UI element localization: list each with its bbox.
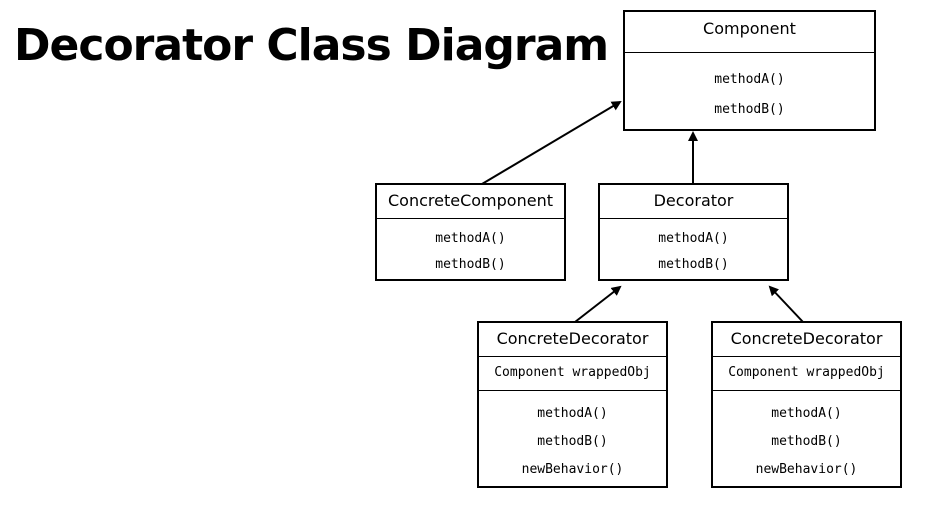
class-name: Component — [625, 12, 874, 53]
class-name: ConcreteComponent — [377, 185, 564, 219]
class-name: Decorator — [600, 185, 787, 219]
concrete-decorator-class-box-2: ConcreteDecorator Component wrappedObj m… — [711, 321, 902, 488]
method-item: methodA() — [435, 231, 506, 246]
component-class-box: Component methodA() methodB() — [623, 10, 876, 131]
method-item: methodB() — [537, 434, 608, 449]
method-item: methodA() — [714, 72, 785, 87]
methods-compartment: methodA() methodB() — [377, 219, 564, 278]
arrow-concretecomponent-to-component — [481, 100, 622, 185]
concrete-component-class-box: ConcreteComponent methodA() methodB() — [375, 183, 566, 281]
arrow-concretedecorator2-to-decorator — [768, 285, 804, 323]
arrow-concretedecorator1-to-decorator — [574, 285, 622, 323]
attribute-compartment: Component wrappedObj — [713, 357, 900, 391]
concrete-decorator-class-box-1: ConcreteDecorator Component wrappedObj m… — [477, 321, 668, 488]
methods-compartment: methodA() methodB() newBehavior() — [479, 391, 666, 484]
method-item: methodA() — [658, 231, 729, 246]
decorator-class-box: Decorator methodA() methodB() — [598, 183, 789, 281]
method-item: methodA() — [537, 406, 608, 421]
method-item: methodA() — [771, 406, 842, 421]
method-item: newBehavior() — [521, 462, 624, 477]
method-item: methodB() — [435, 257, 506, 272]
class-name: ConcreteDecorator — [713, 323, 900, 357]
methods-compartment: methodA() methodB() newBehavior() — [713, 391, 900, 484]
method-item: newBehavior() — [755, 462, 858, 477]
method-item: methodB() — [658, 257, 729, 272]
method-item: methodB() — [714, 102, 785, 117]
methods-compartment: methodA() methodB() — [600, 219, 787, 278]
page-title: Decorator Class Diagram — [14, 20, 609, 71]
attribute-compartment: Component wrappedObj — [479, 357, 666, 391]
class-name: ConcreteDecorator — [479, 323, 666, 357]
method-item: methodB() — [771, 434, 842, 449]
methods-compartment: methodA() methodB() — [625, 53, 874, 125]
